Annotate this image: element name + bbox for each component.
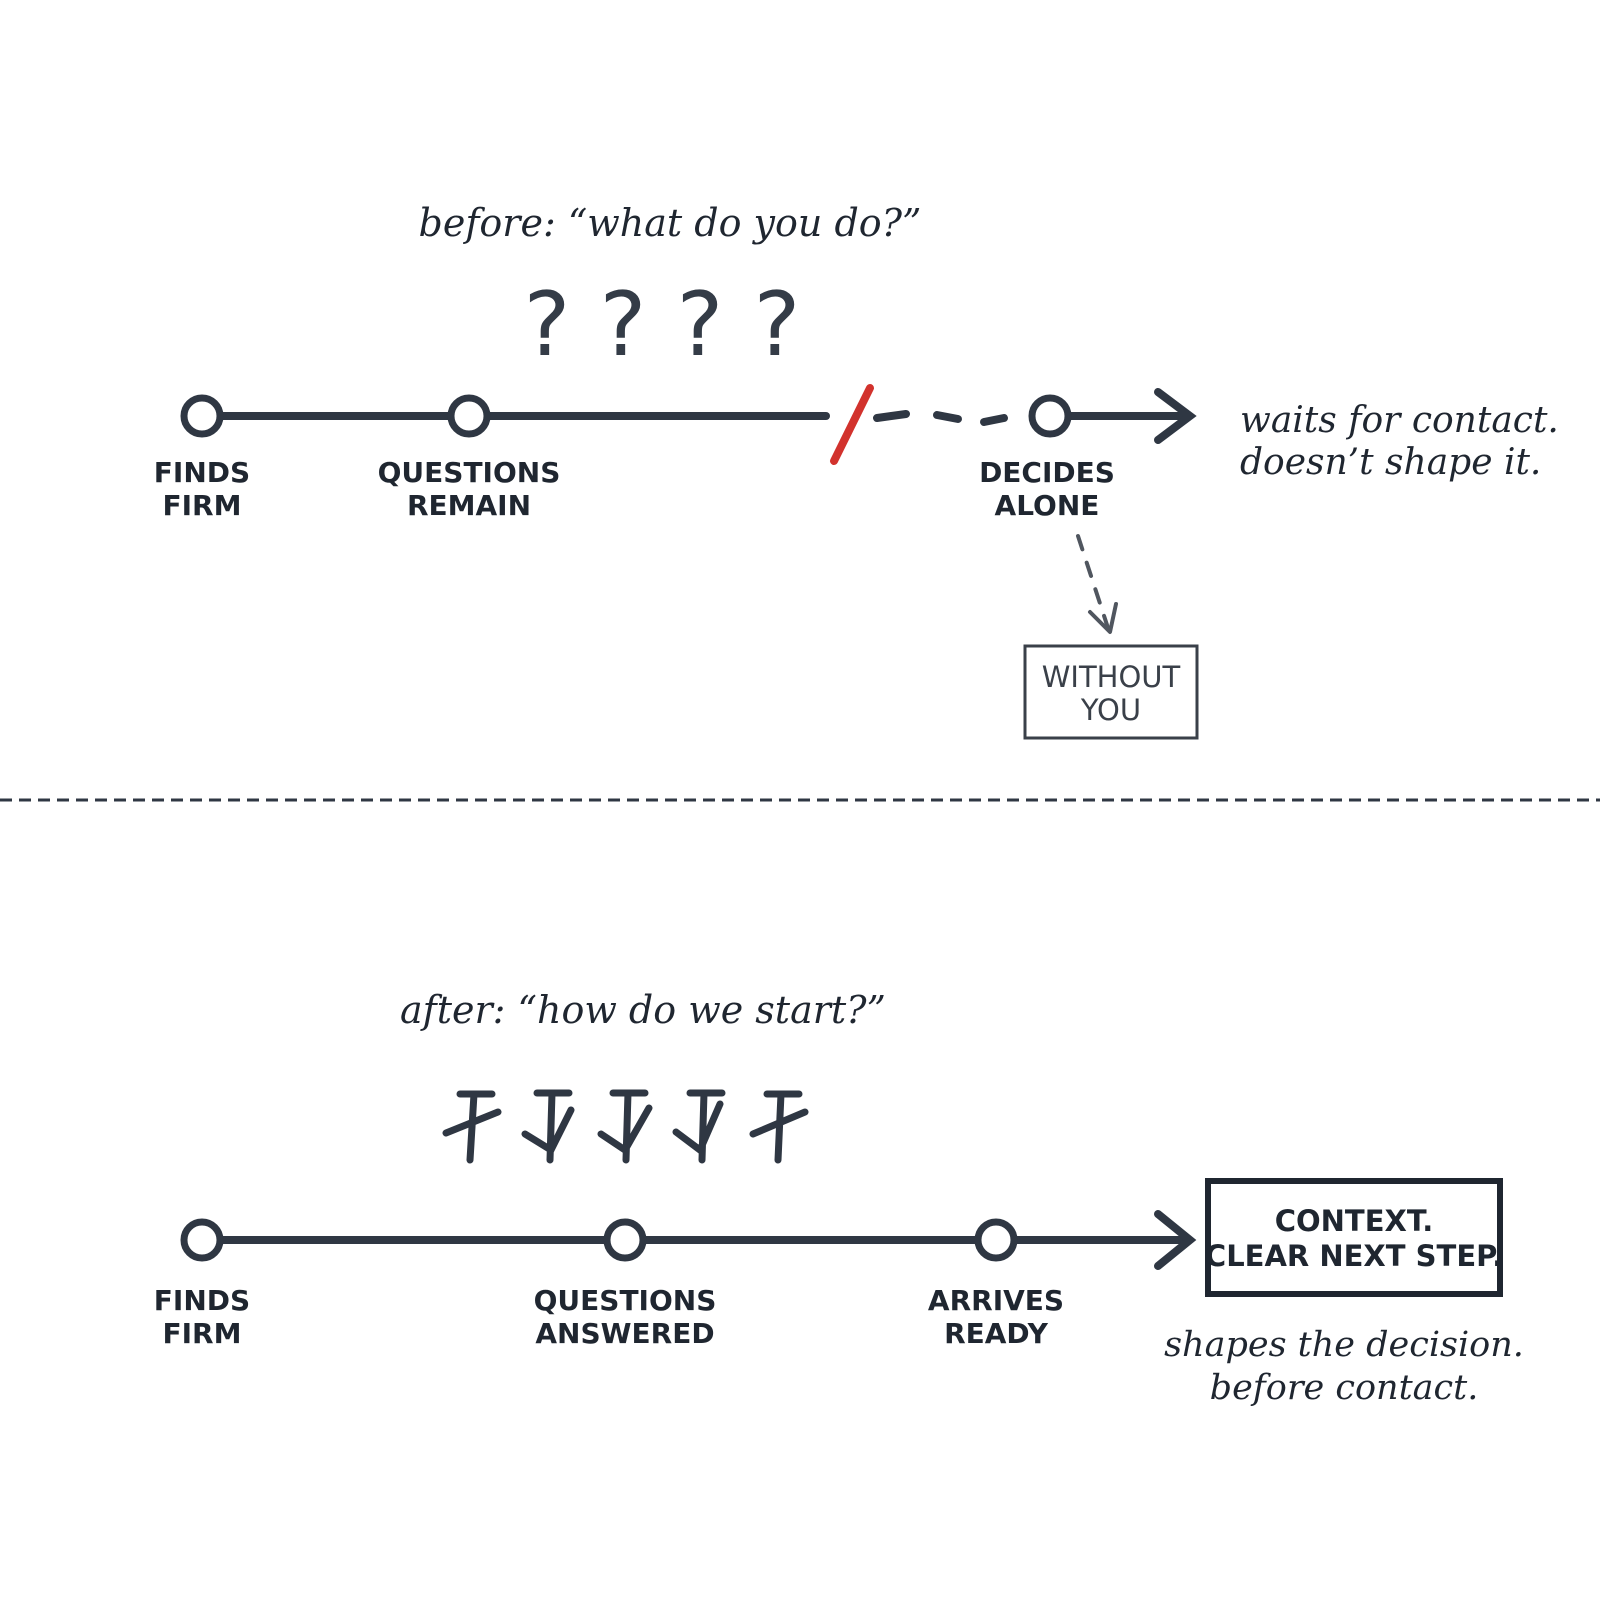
step-label: READY [944, 1317, 1049, 1350]
result-box-label: CONTEXT. [1275, 1204, 1434, 1238]
step-label: FINDS [154, 1284, 250, 1317]
after-outcome: before contact. [1210, 1368, 1479, 1408]
question-mark: ? [600, 273, 647, 376]
question-marks: ? ? ? ? [524, 273, 801, 376]
step-label: FIRM [163, 489, 242, 522]
before-panel: before: “what do you do?” ? ? ? ? FINDS … [154, 201, 1559, 740]
box-label: YOU [1080, 693, 1141, 727]
step-node-finds-firm [180, 1218, 224, 1262]
check-icon [521, 1089, 575, 1164]
result-box-label: CLEAR NEXT STEP. [1205, 1239, 1503, 1273]
after-panel: after: “how do we start?” F [154, 988, 1524, 1408]
step-label: DECIDES [979, 456, 1115, 489]
after-outcome: shapes the decision. [1164, 1325, 1524, 1365]
checkmarks [442, 1089, 809, 1164]
check-icon [442, 1090, 502, 1164]
question-mark: ? [677, 273, 724, 376]
before-timeline-dashed [873, 410, 1008, 426]
step-label: ARRIVES [928, 1284, 1064, 1317]
after-caption: after: “how do we start?” [400, 988, 886, 1032]
box-label: WITHOUT [1042, 660, 1181, 694]
arrow-head-icon [1154, 1210, 1197, 1270]
question-mark: ? [524, 273, 571, 376]
step-label: REMAIN [407, 489, 531, 522]
break-mark [830, 384, 874, 465]
result-box [1205, 1178, 1503, 1297]
step-label: ANSWERED [535, 1317, 714, 1350]
arrow-head-icon [1154, 388, 1197, 444]
question-mark: ? [754, 273, 801, 376]
step-node-arrives-ready [974, 1218, 1018, 1262]
arrow-head-icon [1088, 602, 1118, 634]
step-node-questions-answered [603, 1218, 647, 1262]
before-outcome: doesn’t shape it. [1240, 442, 1541, 483]
check-icon [672, 1089, 726, 1164]
step-node-questions-remain [447, 394, 491, 438]
step-label: QUESTIONS [378, 456, 561, 489]
step-node-decides-alone [1028, 394, 1072, 438]
step-label: FIRM [163, 1317, 242, 1350]
before-outcome: waits for contact. [1240, 400, 1559, 441]
check-icon [597, 1089, 653, 1164]
step-label: ALONE [995, 489, 1100, 522]
step-node-finds-firm [180, 394, 224, 438]
without-you-box [1023, 644, 1199, 740]
before-caption: before: “what do you do?” [419, 201, 922, 245]
step-label: FINDS [154, 456, 250, 489]
step-label: QUESTIONS [534, 1284, 717, 1317]
check-icon [749, 1090, 809, 1164]
